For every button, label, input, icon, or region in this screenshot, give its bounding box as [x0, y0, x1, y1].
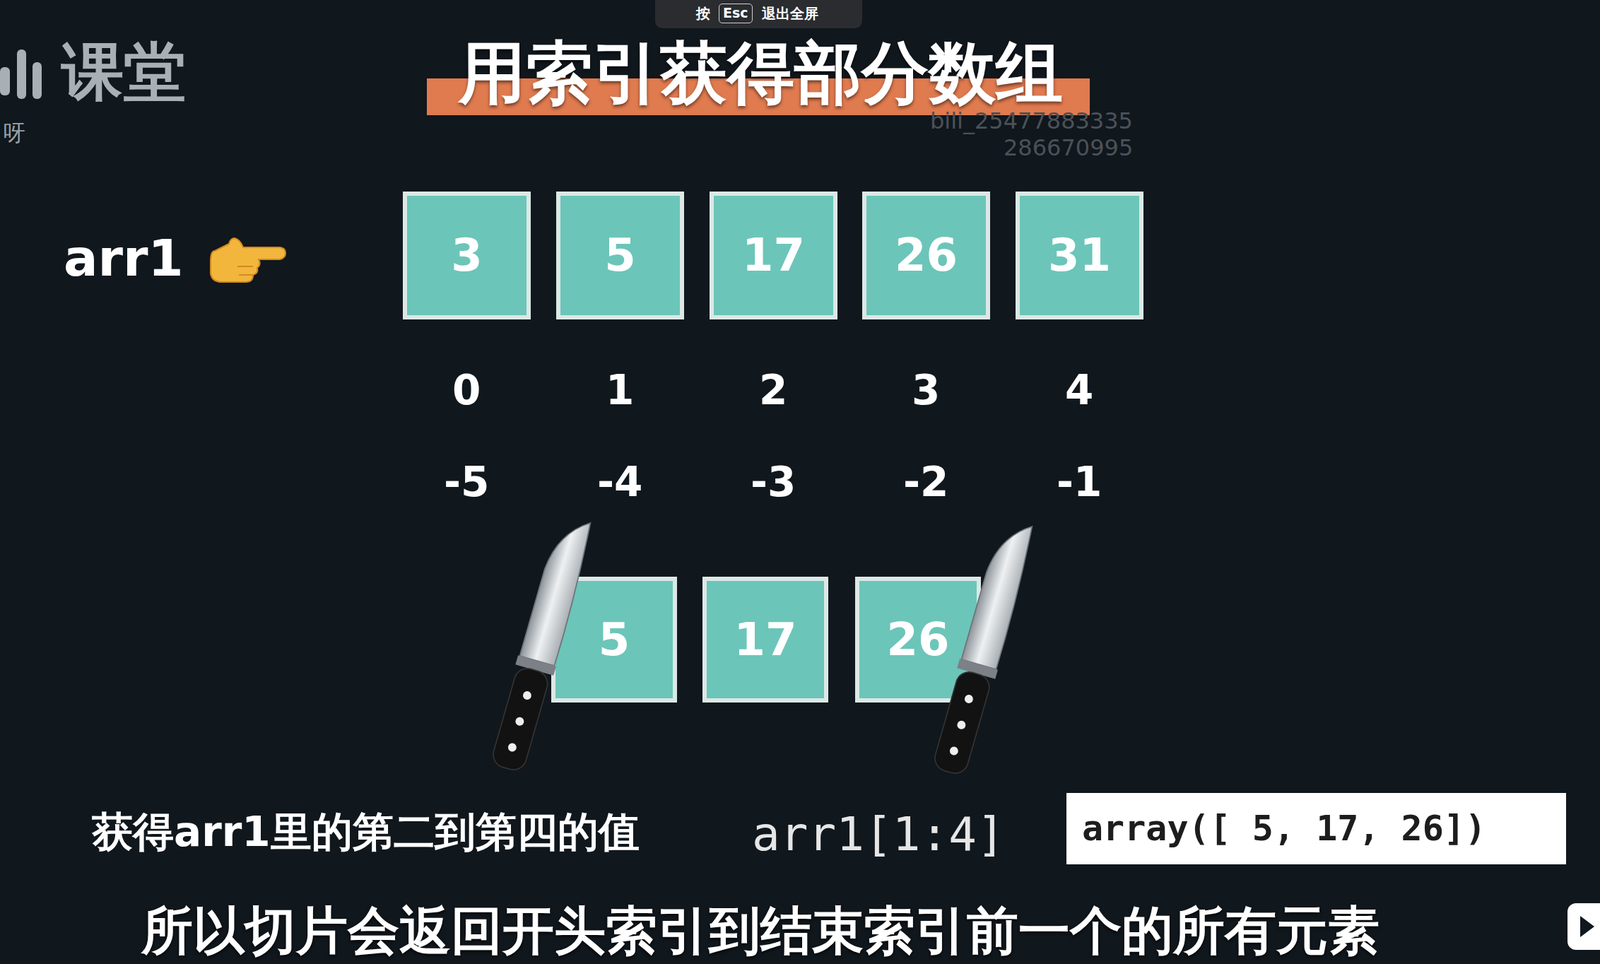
array-cell: 5	[556, 191, 685, 320]
array-cell: 3	[402, 191, 531, 320]
negative-index: -5	[443, 458, 490, 507]
slide-title: 用索引获得部分数组	[458, 34, 1063, 112]
hint-text: 退出全屏	[761, 5, 819, 22]
logo-sub: 呀	[2, 120, 26, 147]
index-number: 0	[452, 366, 481, 415]
negative-index: -3	[750, 458, 796, 507]
cell-value: 17	[742, 230, 805, 280]
cell-value: 26	[886, 614, 950, 665]
array-cell: 17	[702, 576, 829, 703]
cell-value: 17	[733, 614, 797, 665]
knife	[928, 517, 1039, 778]
output-box: array([ 5, 17, 26])	[1066, 792, 1567, 865]
hint-pill	[655, 0, 863, 29]
key-cap: Esc	[718, 3, 753, 24]
array-name: arr1	[63, 228, 184, 288]
tv-icon	[1567, 903, 1600, 950]
array-cell: 26	[862, 191, 991, 320]
index-number: 4	[1065, 366, 1094, 415]
array-cell: 26	[855, 576, 981, 703]
watermark: 286670995	[1003, 134, 1133, 162]
array-cell: 31	[1015, 191, 1144, 320]
negative-index: -1	[1056, 458, 1102, 507]
tv-play	[1580, 915, 1595, 938]
watermark: bili_25477883335	[930, 108, 1133, 135]
index-number: 3	[911, 366, 940, 415]
output-text: array([ 5, 17, 26])	[1081, 809, 1487, 849]
hint-text: 按	[696, 5, 711, 22]
cell-value: 26	[894, 230, 958, 280]
index-number: 2	[759, 366, 788, 415]
cell-value: 5	[604, 230, 637, 280]
knife	[486, 513, 597, 774]
cell-value: 31	[1048, 230, 1111, 280]
logo-icon	[0, 49, 42, 99]
negative-index: -2	[903, 458, 949, 507]
negative-index: -4	[597, 458, 643, 507]
logo-text: 课堂	[61, 36, 186, 108]
explanation: 获得arr1里的第二到第四的值	[91, 808, 640, 856]
array-cell: 5	[551, 576, 678, 703]
cell-value: 3	[450, 230, 483, 280]
subtitle: 所以切片会返回开头索引到结束索引前一个的所有元素	[141, 901, 1380, 961]
array-cell: 17	[709, 191, 838, 320]
code-expression: arr1[1:4]	[751, 807, 1005, 862]
cell-value: 5	[598, 614, 631, 665]
pointing-hand	[210, 238, 286, 282]
index-number: 1	[605, 366, 634, 415]
